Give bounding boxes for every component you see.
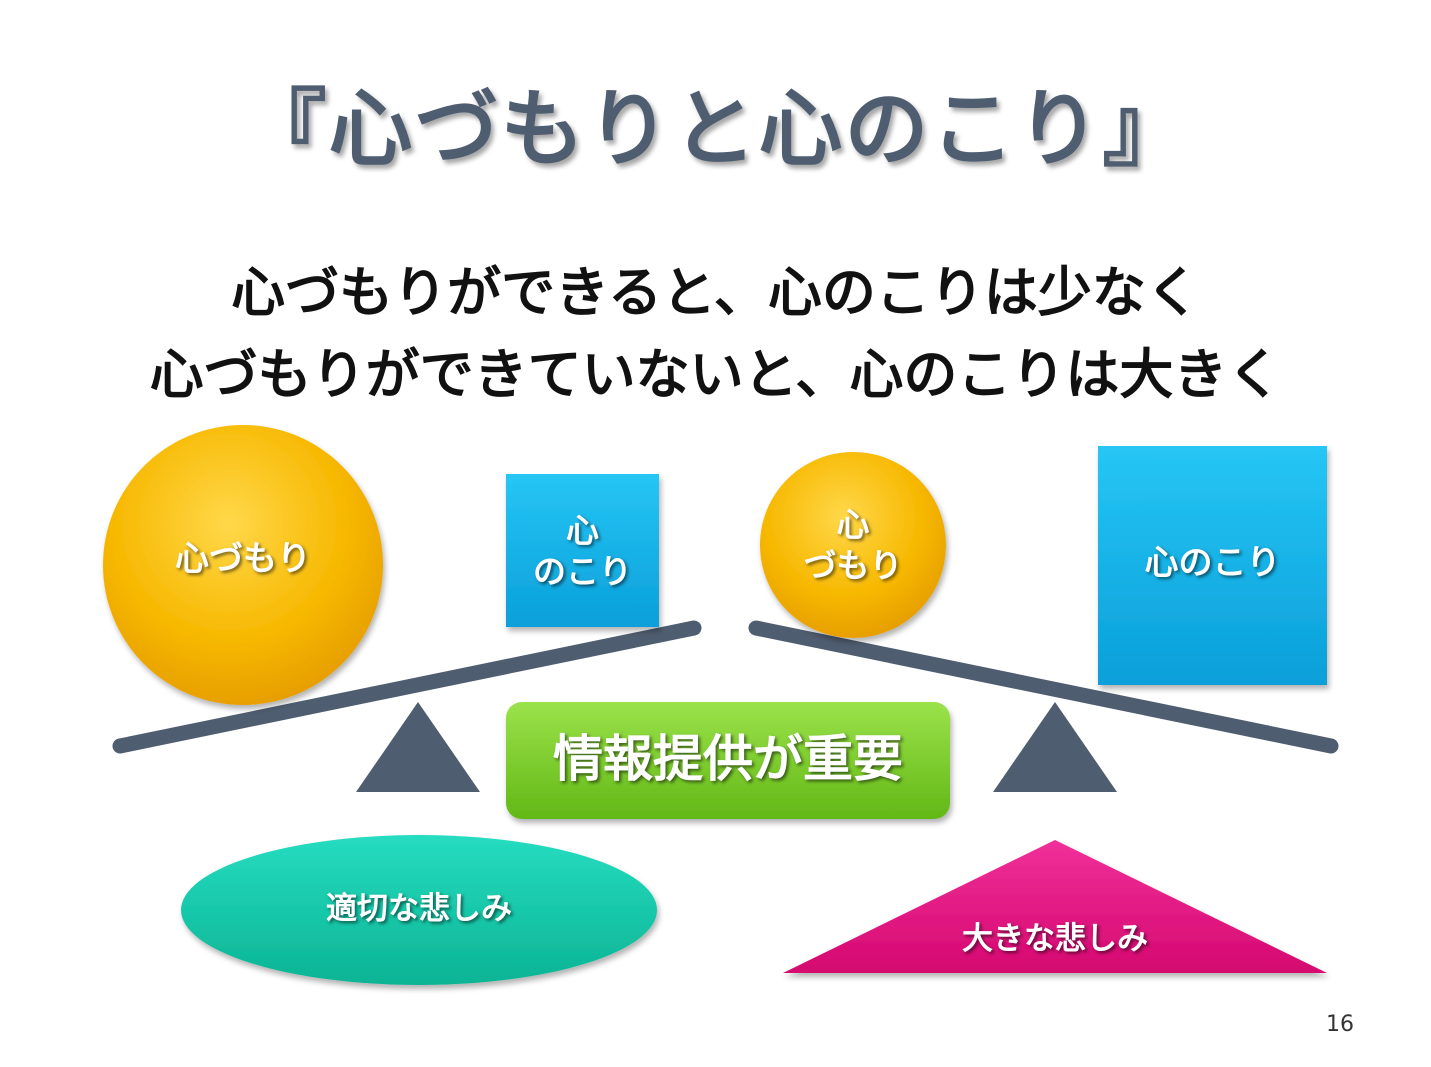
right-circle-label-line1: 心 (836, 505, 870, 544)
right-fulcrum (993, 702, 1117, 792)
left-kokoronokori-square (506, 474, 659, 627)
left-fulcrum (356, 702, 480, 792)
right-circle-label-line2: づもり (803, 546, 903, 586)
appropriate-sadness-ellipse (181, 835, 657, 985)
right-circle-label: 心 づもり (760, 504, 946, 587)
right-kokorozumori-circle (760, 452, 946, 638)
center-info-box (506, 702, 950, 819)
left-beam (112, 620, 702, 754)
slide-title: 『心づもりと心のこり』 (242, 80, 1189, 178)
right-beam (748, 620, 1339, 754)
subtitle-line-2: 心づもりができていないと、心のこりは大きく (149, 343, 1282, 406)
right-square-label: 心のこり (1144, 543, 1281, 583)
great-sadness-label: 大きな悲しみ (962, 921, 1148, 957)
right-kokoronokori-square (1098, 446, 1327, 685)
left-square-label: 心 のこり (506, 510, 659, 593)
left-square-label-line1: 心 (566, 511, 599, 550)
great-sadness-triangle (783, 840, 1327, 973)
appropriate-sadness-label: 適切な悲しみ (326, 891, 512, 927)
left-circle-label: 心づもり (175, 539, 311, 579)
subtitle-line-1: 心づもりができると、心のこりは少なく (231, 261, 1200, 324)
left-kokorozumori-circle (103, 425, 383, 705)
left-square-label-line2: のこり (533, 552, 632, 592)
page-number: 16 (1326, 1012, 1354, 1037)
center-info-label: 情報提供が重要 (553, 730, 903, 788)
